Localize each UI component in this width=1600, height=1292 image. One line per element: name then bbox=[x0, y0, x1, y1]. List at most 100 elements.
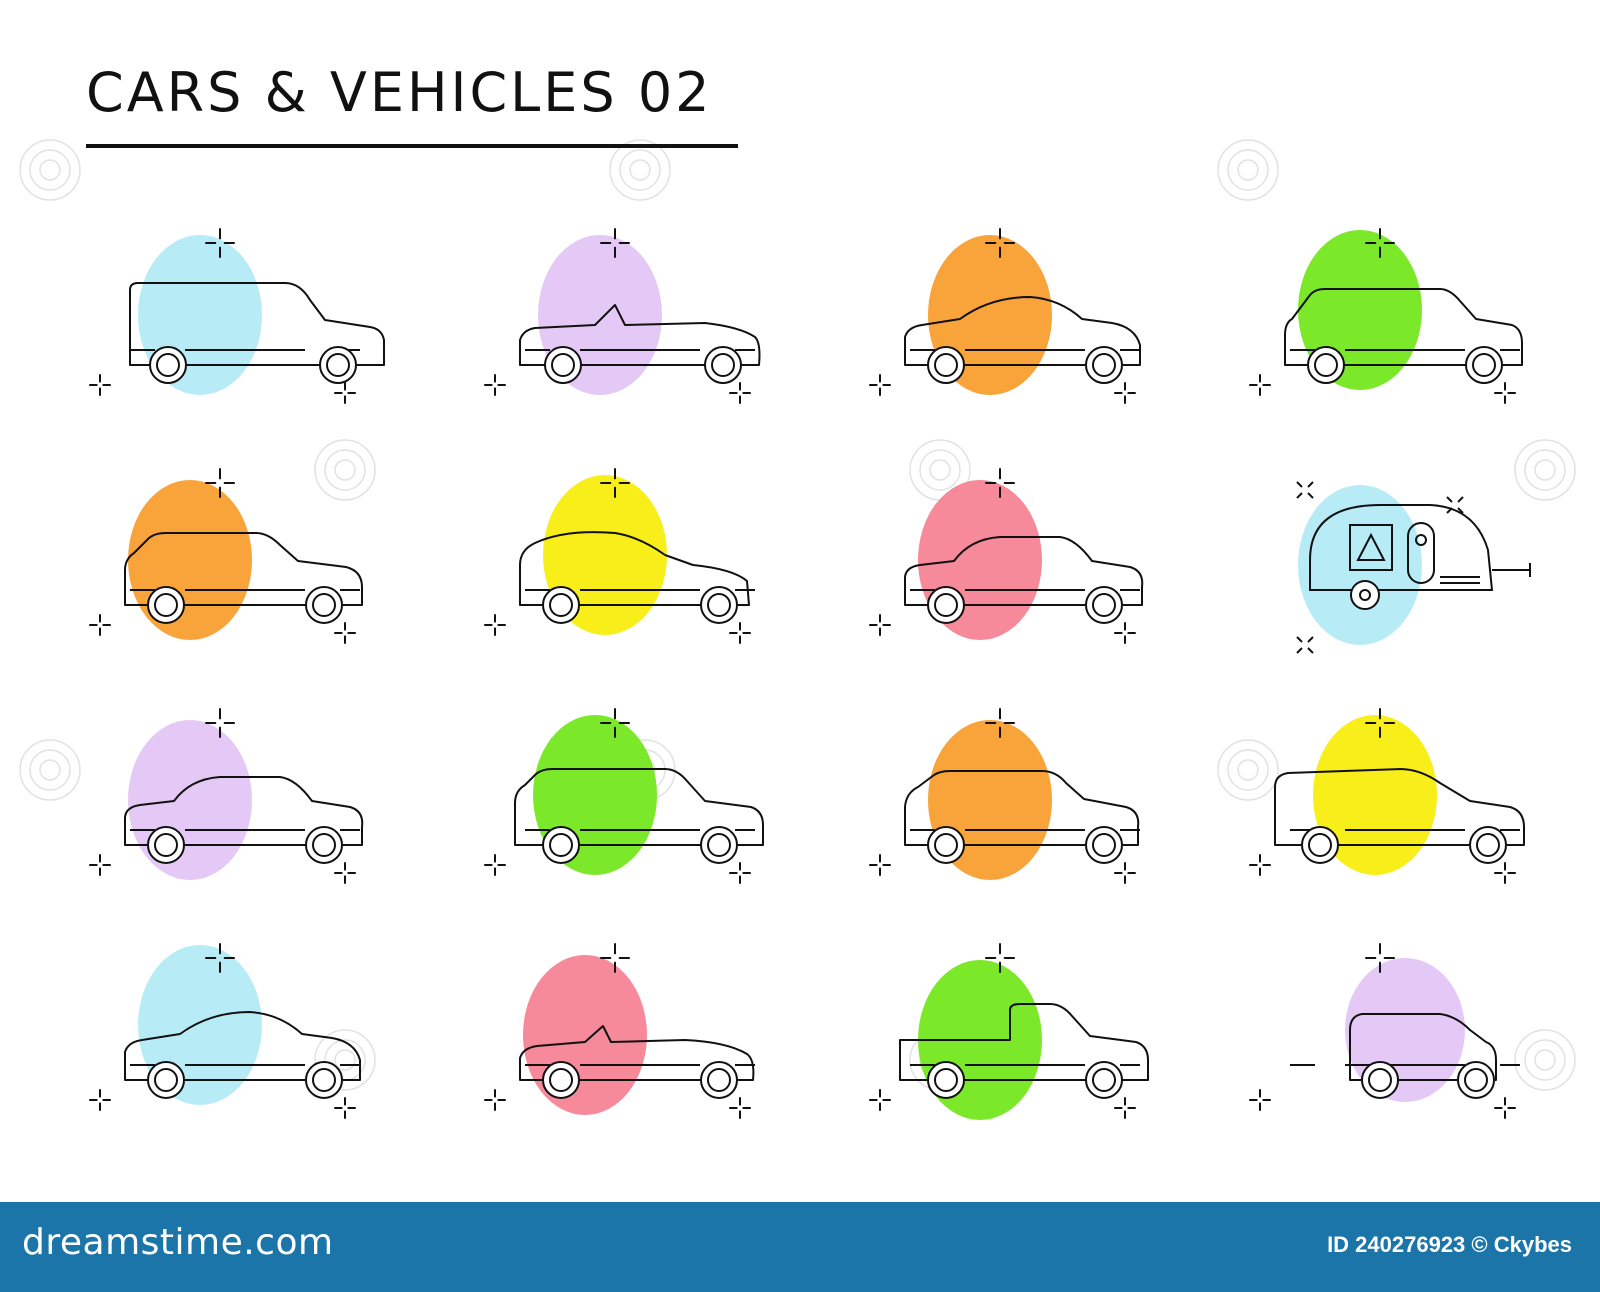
sparkle-icon bbox=[1296, 636, 1314, 654]
wheel-hub bbox=[1314, 353, 1338, 377]
sparkle-icon bbox=[1249, 1089, 1271, 1111]
footer-logo[interactable]: dreamstime.com bbox=[22, 1222, 334, 1263]
pickup-truck-icon bbox=[850, 930, 1150, 1130]
sparkle-icon bbox=[334, 862, 356, 884]
sparkle-icon bbox=[729, 382, 751, 404]
car-body bbox=[519, 304, 761, 366]
sparkle-icon bbox=[1446, 496, 1464, 514]
compact-hatchback-icon bbox=[465, 455, 765, 655]
wheel-hub bbox=[707, 1068, 731, 1092]
page-title: CARS & VEHICLES 02 bbox=[86, 61, 713, 124]
line-art bbox=[869, 708, 1140, 884]
wheel bbox=[700, 586, 738, 624]
wheel-hub bbox=[156, 353, 180, 377]
icon-grid bbox=[70, 215, 1531, 1130]
color-blob bbox=[523, 955, 647, 1115]
wheel bbox=[542, 586, 580, 624]
wheel-hub bbox=[1472, 353, 1496, 377]
wheel bbox=[700, 1061, 738, 1099]
wheel-hub bbox=[934, 353, 958, 377]
car-body bbox=[1274, 768, 1525, 846]
wheel bbox=[147, 826, 185, 864]
sparkle-icon bbox=[985, 943, 1015, 973]
wheel bbox=[1085, 346, 1123, 384]
wheel bbox=[305, 586, 343, 624]
sparkle-icon bbox=[1494, 1097, 1516, 1119]
trailer-hitch bbox=[1440, 563, 1531, 584]
car-body bbox=[519, 531, 750, 606]
wheel bbox=[147, 1061, 185, 1099]
sparkle-icon bbox=[985, 708, 1015, 738]
line-art bbox=[484, 468, 755, 644]
wheel bbox=[927, 826, 965, 864]
line-art bbox=[89, 228, 385, 404]
city-car-icon bbox=[1230, 930, 1530, 1130]
line-art bbox=[1249, 943, 1520, 1119]
sparkle-icon bbox=[484, 374, 506, 396]
sparkle-icon bbox=[484, 614, 506, 636]
sparkle-icon bbox=[729, 622, 751, 644]
wheel-hub bbox=[312, 1068, 336, 1092]
line-art bbox=[484, 943, 755, 1119]
sparkle-icon bbox=[600, 468, 630, 498]
sparkle-icon bbox=[205, 228, 235, 258]
sparkle-icon bbox=[1114, 862, 1136, 884]
coupe-car-icon bbox=[850, 215, 1150, 415]
vehicle-illustration bbox=[1249, 708, 1525, 884]
wheel-hub bbox=[934, 593, 958, 617]
window-triangle bbox=[1356, 532, 1386, 561]
wheel-hub bbox=[549, 1068, 573, 1092]
wheel-hub bbox=[707, 593, 731, 617]
sparkle-icon bbox=[484, 854, 506, 876]
vehicle-illustration bbox=[1249, 228, 1523, 404]
sparkle-icon bbox=[869, 614, 891, 636]
trailer-window bbox=[1349, 524, 1393, 571]
sedan-car-icon bbox=[850, 455, 1150, 655]
wheel bbox=[149, 346, 187, 384]
sedan-car-icon bbox=[70, 695, 370, 895]
wheel-hub bbox=[154, 833, 178, 857]
vehicle-illustration bbox=[1296, 481, 1531, 654]
sparkle-icon bbox=[1296, 481, 1314, 499]
vehicle-illustration bbox=[484, 228, 761, 404]
wheel bbox=[927, 346, 965, 384]
car-body bbox=[904, 536, 1144, 606]
sparkle-icon bbox=[869, 854, 891, 876]
sparkle-icon bbox=[89, 374, 111, 396]
wheel bbox=[1350, 580, 1380, 610]
sparkle-icon bbox=[1114, 382, 1136, 404]
door-porthole bbox=[1415, 534, 1427, 546]
wheel-hub bbox=[1092, 1068, 1116, 1092]
wheel bbox=[542, 1061, 580, 1099]
sparkle-icon bbox=[334, 382, 356, 404]
line-art bbox=[1249, 228, 1523, 404]
sparkle-icon bbox=[600, 943, 630, 973]
coupe-car-icon bbox=[70, 930, 370, 1130]
sparkle-icon bbox=[334, 622, 356, 644]
car-body bbox=[514, 768, 764, 846]
color-blob bbox=[128, 480, 252, 640]
wheel-hub bbox=[1092, 833, 1116, 857]
footer-bar: dreamstime.com ID 240276923 © Ckybes bbox=[0, 1202, 1600, 1292]
hatchback-car-icon bbox=[70, 455, 370, 655]
wheel bbox=[1457, 1061, 1495, 1099]
wheel bbox=[1469, 826, 1507, 864]
wheel-hub bbox=[707, 833, 731, 857]
sparkle-icon bbox=[1494, 382, 1516, 404]
sparkle-icon bbox=[89, 614, 111, 636]
vehicle-illustration bbox=[484, 708, 764, 884]
sparkle-icon bbox=[1249, 374, 1271, 396]
wheel-hub bbox=[1359, 589, 1371, 601]
vehicle-illustration bbox=[89, 943, 361, 1119]
color-blob bbox=[1298, 485, 1422, 645]
vehicle-illustration bbox=[869, 468, 1144, 644]
wheel bbox=[1465, 346, 1503, 384]
sparkle-icon bbox=[205, 943, 235, 973]
line-art bbox=[484, 708, 764, 884]
wheel bbox=[1085, 1061, 1123, 1099]
wheel-hub bbox=[711, 353, 735, 377]
sparkle-icon bbox=[1365, 943, 1395, 973]
footer-image-id: ID 240276923 © Ckybes bbox=[1327, 1232, 1572, 1257]
car-body bbox=[899, 1003, 1149, 1081]
sparkle-icon bbox=[1249, 854, 1271, 876]
